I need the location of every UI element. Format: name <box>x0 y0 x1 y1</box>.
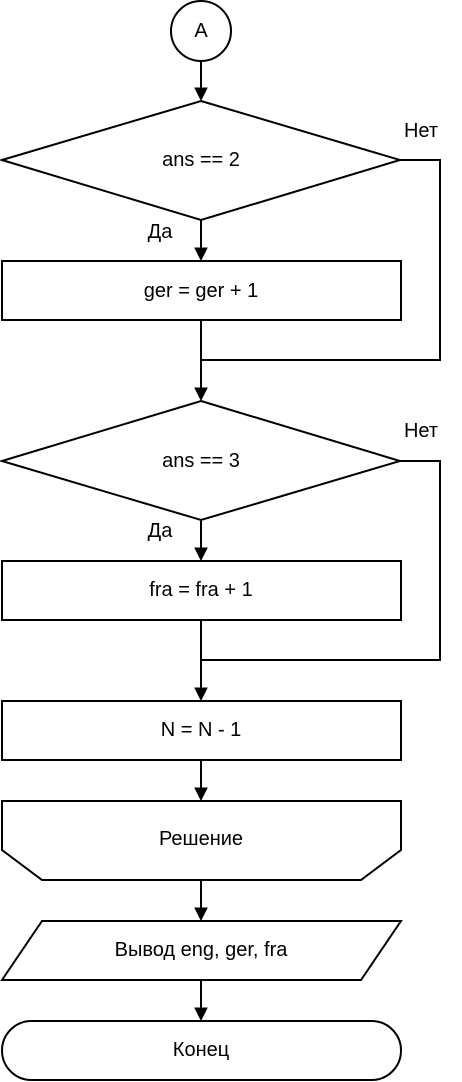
loop-end-label: Решение <box>159 828 243 850</box>
edge-process3-to-loop-end <box>194 760 208 802</box>
edge-loop-end-to-output <box>194 880 208 922</box>
process-3-label: N = N - 1 <box>161 719 242 741</box>
decision-1-no-label: Нет <box>404 120 438 142</box>
decision-node-2: ans == 3 <box>0 399 404 522</box>
decision-node-1: ans == 2 <box>0 99 404 222</box>
process-node-1: ger = ger + 1 <box>1 260 402 321</box>
connector-label: A <box>194 20 208 42</box>
edge-process2-to-process3 <box>194 620 208 702</box>
process-1-label: ger = ger + 1 <box>144 280 259 302</box>
decision-2-label: ans == 3 <box>162 450 240 472</box>
decision-1-yes-label: Да <box>148 221 174 243</box>
process-2-label: fra = fra + 1 <box>149 579 252 601</box>
loop-end-node: Решение <box>1 800 402 881</box>
terminator-label: Конец <box>173 1039 229 1061</box>
edge-output-to-terminator <box>194 980 208 1022</box>
output-label: Вывод eng, ger, fra <box>115 939 289 961</box>
edge-decision1-yes <box>194 220 208 262</box>
edge-process1-to-decision2 <box>194 320 208 402</box>
edge-decision1-no <box>201 159 441 361</box>
decision-2-yes-label: Да <box>148 520 174 542</box>
terminator-node: Конец <box>1 1020 402 1081</box>
process-node-3: N = N - 1 <box>1 700 402 761</box>
output-node: Вывод eng, ger, fra <box>0 920 403 981</box>
edge-connector-to-decision1 <box>194 61 208 102</box>
process-node-2: fra = fra + 1 <box>1 560 402 621</box>
decision-2-no-label: Нет <box>404 420 438 442</box>
edge-decision2-no <box>201 460 441 661</box>
edge-decision2-yes <box>194 520 208 562</box>
decision-1-label: ans == 2 <box>162 149 240 171</box>
connector-node: A <box>170 0 232 62</box>
